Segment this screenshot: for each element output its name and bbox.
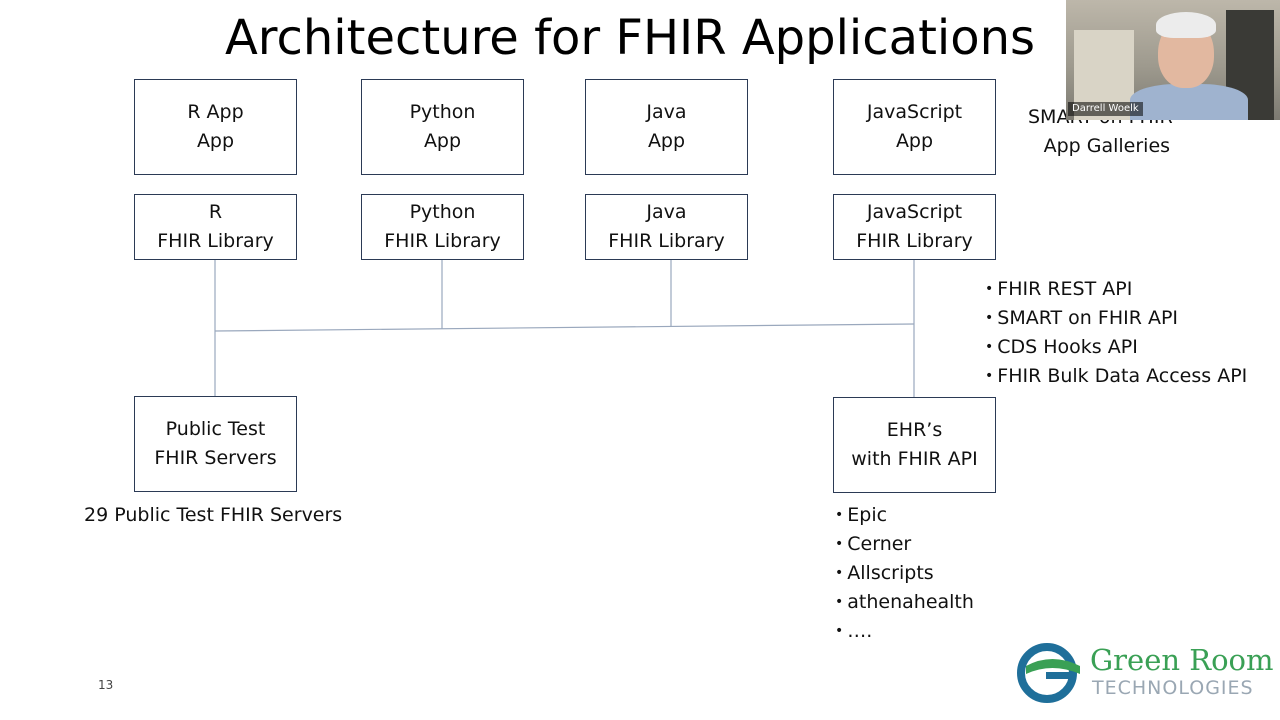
library-box-python: Python FHIR Library bbox=[361, 194, 524, 260]
ehr-box: EHR’s with FHIR API bbox=[833, 397, 996, 493]
list-item: CDS Hooks API bbox=[985, 333, 1247, 362]
app-box-python: Python App bbox=[361, 79, 524, 175]
library-box-line1: Python bbox=[409, 201, 476, 223]
public-servers-line2: FHIR Servers bbox=[154, 447, 277, 469]
public-servers-note: 29 Public Test FHIR Servers bbox=[84, 504, 343, 526]
api-list: FHIR REST API SMART on FHIR API CDS Hook… bbox=[985, 275, 1247, 391]
participant-name: Darrell Woelk bbox=[1068, 102, 1143, 116]
participant-video[interactable]: Darrell Woelk bbox=[1066, 0, 1280, 120]
app-box-javascript: JavaScript App bbox=[833, 79, 996, 175]
list-item: SMART on FHIR API bbox=[985, 304, 1247, 333]
ehr-line1: EHR’s bbox=[886, 419, 943, 441]
app-box-java: Java App bbox=[585, 79, 748, 175]
slide-title: Architecture for FHIR Applications bbox=[224, 10, 1036, 66]
app-box-line2: App bbox=[196, 130, 235, 152]
ehr-list: Epic Cerner Allscripts athenahealth …. bbox=[835, 501, 974, 646]
list-item: Cerner bbox=[835, 530, 974, 559]
logo-tagline: TECHNOLOGIES bbox=[1092, 677, 1254, 699]
app-galleries-line2: App Galleries bbox=[1043, 135, 1171, 157]
app-box-line1: Java bbox=[646, 101, 687, 123]
ehr-line2: with FHIR API bbox=[851, 448, 978, 470]
list-item: athenahealth bbox=[835, 588, 974, 617]
app-box-line1: JavaScript bbox=[866, 101, 963, 123]
public-servers-line1: Public Test bbox=[165, 418, 266, 440]
public-test-servers-box: Public Test FHIR Servers bbox=[134, 396, 297, 492]
app-box-line1: Python bbox=[409, 101, 476, 123]
participant-figure bbox=[1130, 84, 1248, 120]
library-box-line2: FHIR Library bbox=[608, 230, 725, 252]
library-box-line1: R bbox=[208, 201, 223, 223]
list-item: FHIR Bulk Data Access API bbox=[985, 362, 1247, 391]
list-item: …. bbox=[835, 617, 974, 646]
library-box-line2: FHIR Library bbox=[856, 230, 973, 252]
participant-figure bbox=[1156, 12, 1216, 38]
library-box-line1: JavaScript bbox=[866, 201, 963, 223]
library-box-r: R FHIR Library bbox=[134, 194, 297, 260]
app-box-r: R App App bbox=[134, 79, 297, 175]
app-box-line1: R App bbox=[187, 101, 244, 123]
green-room-logo: Green Room TECHNOLOGIES bbox=[1016, 640, 1276, 704]
library-box-javascript: JavaScript FHIR Library bbox=[833, 194, 996, 260]
list-item: FHIR REST API bbox=[985, 275, 1247, 304]
app-box-line2: App bbox=[423, 130, 462, 152]
app-box-line2: App bbox=[647, 130, 686, 152]
logo-mark-icon bbox=[1017, 643, 1080, 703]
library-box-line2: FHIR Library bbox=[384, 230, 501, 252]
page-number: 13 bbox=[98, 678, 114, 692]
library-box-line1: Java bbox=[646, 201, 687, 223]
app-box-line2: App bbox=[895, 130, 934, 152]
list-item: Epic bbox=[835, 501, 974, 530]
logo-name: Green Room bbox=[1090, 643, 1274, 677]
library-box-java: Java FHIR Library bbox=[585, 194, 748, 260]
library-box-line2: FHIR Library bbox=[157, 230, 274, 252]
list-item: Allscripts bbox=[835, 559, 974, 588]
connector-bus bbox=[214, 323, 915, 332]
